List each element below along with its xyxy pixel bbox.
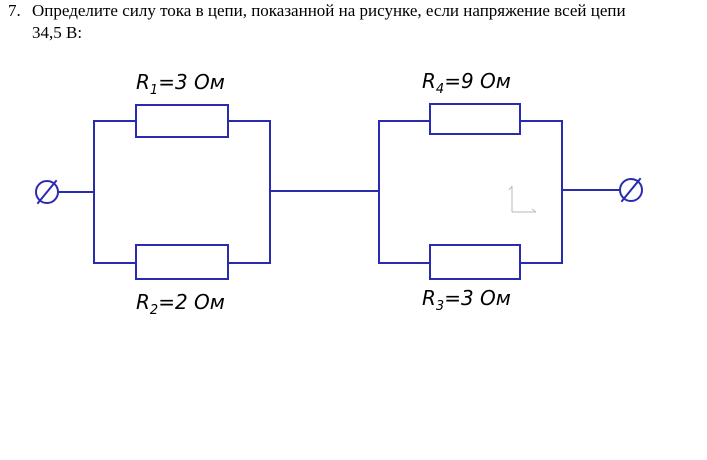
left-terminal-slash (36, 179, 58, 205)
parallel-block-left (93, 104, 271, 280)
resistor-r3 (429, 244, 521, 280)
label-r1: R1=3 Ом (136, 70, 225, 98)
axis-marker-icon (508, 185, 537, 213)
label-r3: R3=3 Ом (422, 286, 511, 314)
problem-text-line2: 34,5 В: (32, 23, 83, 42)
label-r2: R2=2 Ом (136, 290, 225, 318)
resistor-r4 (429, 103, 521, 135)
problem-text-line1: Определите силу тока в цепи, показанной … (32, 1, 626, 20)
resistor-r1 (135, 104, 229, 138)
left-terminal (35, 179, 95, 205)
problem-number: 7. (8, 1, 21, 20)
resistor-r2 (135, 244, 229, 280)
left-terminal-circle (35, 180, 59, 204)
right-terminal (561, 177, 643, 203)
right-terminal-circle (619, 178, 643, 202)
label-r4: R4=9 Ом (422, 69, 511, 97)
right-terminal-slash (620, 177, 642, 203)
problem-statement: 7. Определите силу тока в цепи, показанно… (8, 0, 698, 44)
parallel-block-right (378, 103, 563, 280)
